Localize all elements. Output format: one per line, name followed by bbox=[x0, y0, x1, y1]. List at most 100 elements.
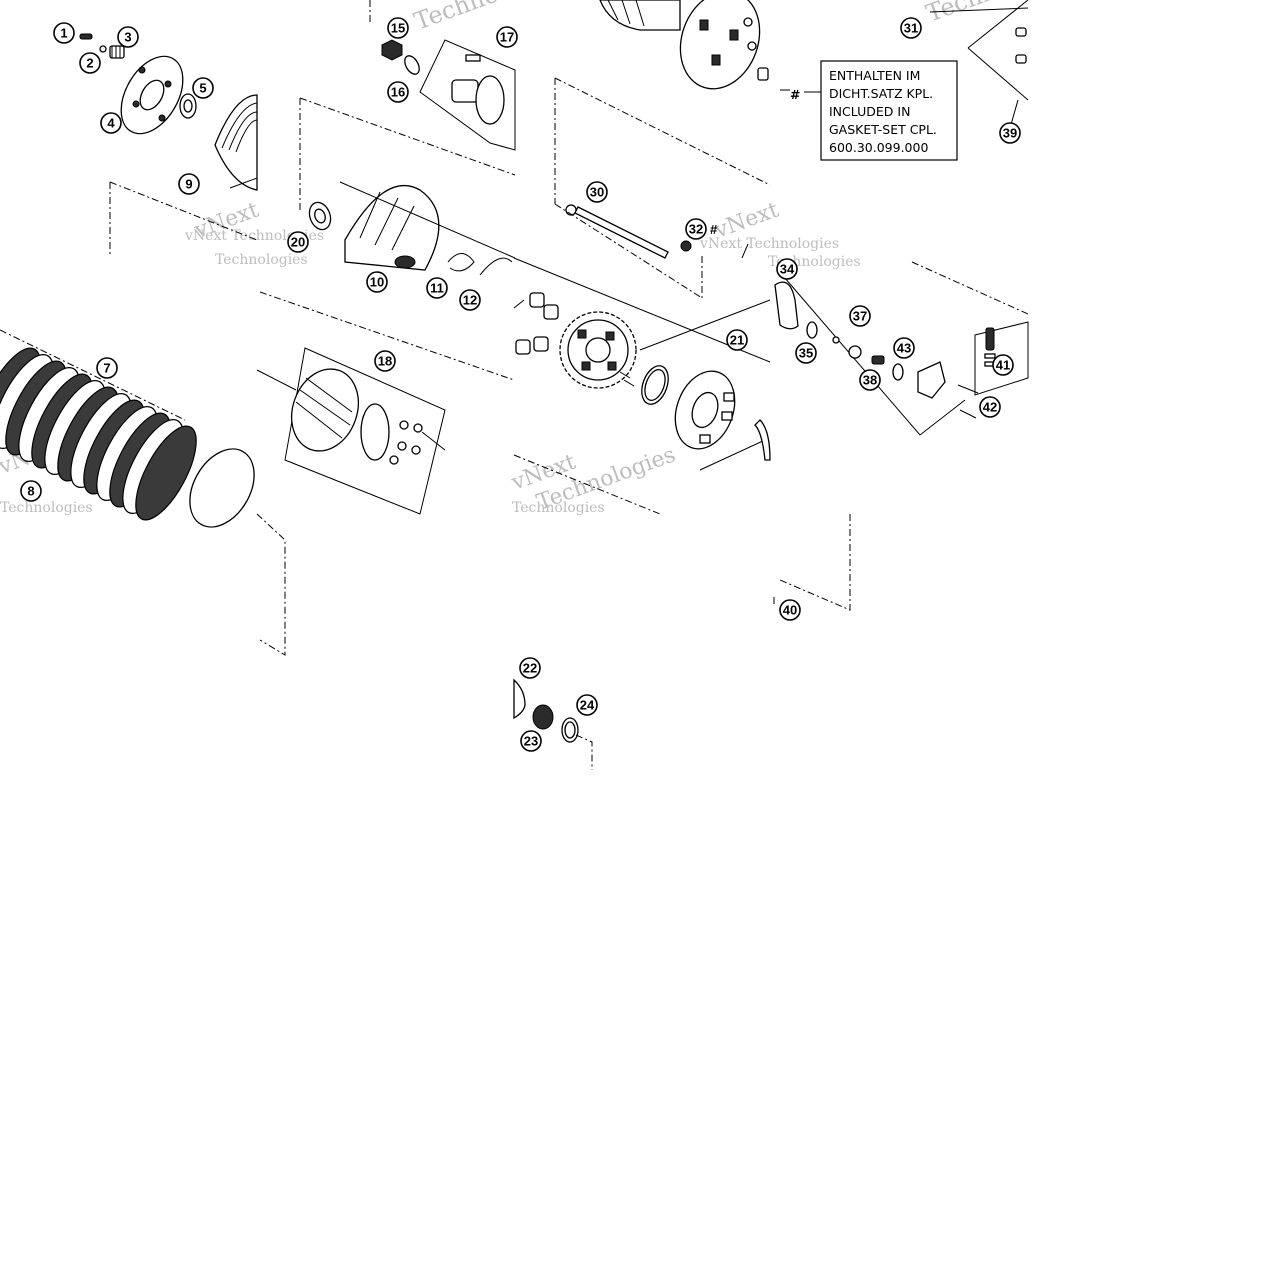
callout-40: 40 bbox=[779, 599, 801, 621]
callout-32: 32 bbox=[685, 218, 707, 240]
retaining-ring-part bbox=[189, 448, 255, 528]
callout-5: 5 bbox=[192, 77, 214, 99]
callout-17: 17 bbox=[496, 26, 518, 48]
callout-11: 11 bbox=[426, 277, 448, 299]
callout-circle bbox=[366, 271, 388, 293]
callout-number: 40 bbox=[783, 603, 797, 618]
callout-8: 8 bbox=[20, 480, 42, 502]
gasket-note-line: DICHT.SATZ KPL. bbox=[829, 86, 933, 101]
callout-circle bbox=[20, 480, 42, 502]
clutch-disc-part bbox=[135, 425, 197, 521]
callout-number: 31 bbox=[904, 21, 918, 36]
small-bushing-part bbox=[680, 240, 692, 252]
hub-flange-part bbox=[360, 403, 390, 461]
callout-number: 34 bbox=[780, 262, 795, 277]
tile-top-center-right bbox=[554, 0, 771, 299]
spring-part bbox=[543, 304, 559, 320]
group-outline bbox=[109, 181, 258, 241]
clutch-disc-stack bbox=[0, 347, 197, 521]
callout-circle bbox=[999, 122, 1021, 144]
callout-number: 43 bbox=[897, 341, 911, 356]
inner-hub-part bbox=[291, 368, 359, 452]
spring-part bbox=[515, 339, 531, 355]
callout-circle bbox=[576, 694, 598, 716]
watermark-text: Technologies bbox=[215, 252, 308, 268]
callout-16: 16 bbox=[387, 81, 409, 103]
callout-number: 9 bbox=[185, 177, 192, 192]
callout-number: 8 bbox=[27, 484, 34, 499]
callout-number: 10 bbox=[370, 275, 384, 290]
callout-circle bbox=[426, 277, 448, 299]
callout-circle bbox=[287, 231, 309, 253]
callout-number: 4 bbox=[107, 116, 115, 131]
callout-number: 41 bbox=[996, 358, 1010, 373]
callout-37: 37 bbox=[849, 305, 871, 327]
primary-gear-part bbox=[599, 0, 681, 31]
callout-number: 42 bbox=[983, 400, 997, 415]
tile-top-right: ENTHALTEN IM DICHT.SATZ KPL. INCLUDED IN… bbox=[790, 0, 1029, 161]
callout-number: 15 bbox=[391, 21, 405, 36]
tile-middle-left bbox=[0, 329, 255, 528]
callout-18: 18 bbox=[374, 350, 396, 372]
callout-number: 24 bbox=[580, 698, 595, 713]
callout-7: 7 bbox=[96, 357, 118, 379]
spring-part bbox=[757, 67, 769, 81]
callout-circle bbox=[100, 112, 122, 134]
gasket-note-line: ENTHALTEN IM bbox=[829, 68, 920, 83]
drive-flange-part bbox=[679, 0, 761, 90]
callout-number: 12 bbox=[463, 293, 477, 308]
tile-top-left bbox=[79, 33, 258, 255]
callout-circle bbox=[374, 350, 396, 372]
rod-part bbox=[929, 7, 1029, 13]
gear-segment-part bbox=[513, 678, 526, 720]
callout-circle bbox=[178, 173, 200, 195]
callout-circle bbox=[900, 17, 922, 39]
callout-number: 11 bbox=[430, 281, 444, 296]
flange-part bbox=[475, 75, 505, 125]
callout-number: 38 bbox=[863, 373, 877, 388]
spring-part bbox=[871, 355, 885, 365]
tile-middle-center-left bbox=[256, 291, 515, 656]
callout-circle bbox=[387, 81, 409, 103]
callout-12: 12 bbox=[459, 289, 481, 311]
gasket-note-marker: # bbox=[790, 87, 800, 102]
callout-30: 30 bbox=[586, 181, 608, 203]
gasket-note-box bbox=[820, 60, 958, 161]
callout-42: 42 bbox=[979, 396, 1001, 418]
gasket-hash-marker: # bbox=[710, 222, 718, 237]
callout-circle bbox=[520, 730, 542, 752]
callout-circle bbox=[992, 354, 1014, 376]
callout-circle bbox=[726, 329, 748, 351]
watermark-text: Technologies bbox=[922, 0, 1081, 28]
clutch-basket-part bbox=[344, 185, 440, 271]
callout-31: 31 bbox=[900, 17, 922, 39]
callout-number: 21 bbox=[730, 333, 744, 348]
callout-9: 9 bbox=[178, 173, 200, 195]
gasket-note-line: 600.30.099.000 bbox=[829, 140, 928, 155]
watermark-text: Technologies bbox=[410, 0, 569, 36]
slave-cylinder-part bbox=[917, 361, 946, 399]
callout-34: 34 bbox=[776, 258, 798, 280]
callout-number: 1 bbox=[60, 26, 67, 41]
callout-number: 32 bbox=[689, 222, 703, 237]
clutch-plate-stack bbox=[214, 94, 258, 191]
callout-circle bbox=[849, 305, 871, 327]
callout-circle bbox=[779, 599, 801, 621]
callout-43: 43 bbox=[893, 337, 915, 359]
callout-circle bbox=[79, 52, 101, 74]
tile-lower-center bbox=[513, 678, 593, 770]
callout-number: 5 bbox=[199, 81, 206, 96]
callout-41: 41 bbox=[992, 354, 1014, 376]
watermark-text: Technologies bbox=[512, 500, 605, 516]
sub-assembly-box bbox=[419, 39, 516, 151]
piston-part bbox=[848, 345, 862, 359]
callout-38: 38 bbox=[859, 369, 881, 391]
callout-2: 2 bbox=[79, 52, 101, 74]
callout-24: 24 bbox=[576, 694, 598, 716]
watermark-text: vNext Technologies bbox=[699, 236, 839, 252]
callout-22: 22 bbox=[519, 657, 541, 679]
callout-circle bbox=[776, 258, 798, 280]
callout-number: 35 bbox=[799, 346, 813, 361]
callout-15: 15 bbox=[387, 17, 409, 39]
gasket-set-note: ENTHALTEN IM DICHT.SATZ KPL. INCLUDED IN… bbox=[790, 60, 958, 161]
